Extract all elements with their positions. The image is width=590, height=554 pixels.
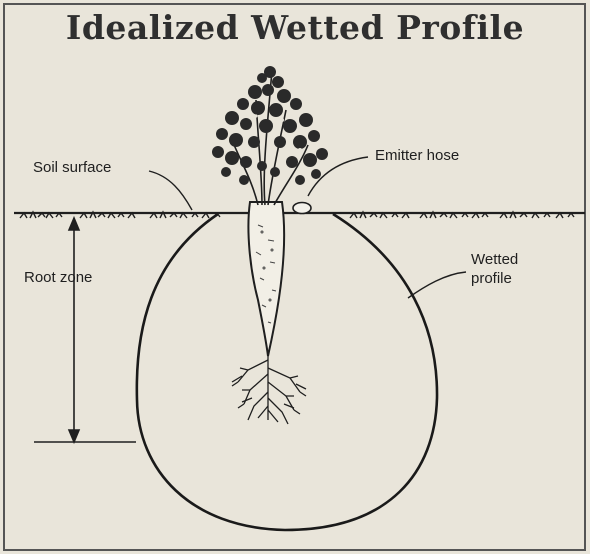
wetted-profile-outline <box>137 214 437 530</box>
diagram-title: Idealized Wetted Profile <box>0 8 590 47</box>
emitter-hose-label: Emitter hose <box>375 146 459 165</box>
emitter-hose <box>293 203 311 214</box>
plant-foliage <box>212 66 328 205</box>
wetted-profile-label-line2: profile <box>471 269 512 288</box>
root-zone-label: Root zone <box>24 268 92 287</box>
wetted-profile-leader <box>408 272 466 298</box>
soil-surface-leader <box>149 171 192 210</box>
root-zone-arrow <box>34 218 136 442</box>
fibrous-roots <box>232 352 306 424</box>
wetted-profile-label-line1: Wetted <box>471 250 518 269</box>
soil-surface-label: Soil surface <box>33 158 111 177</box>
taproot <box>248 202 284 356</box>
